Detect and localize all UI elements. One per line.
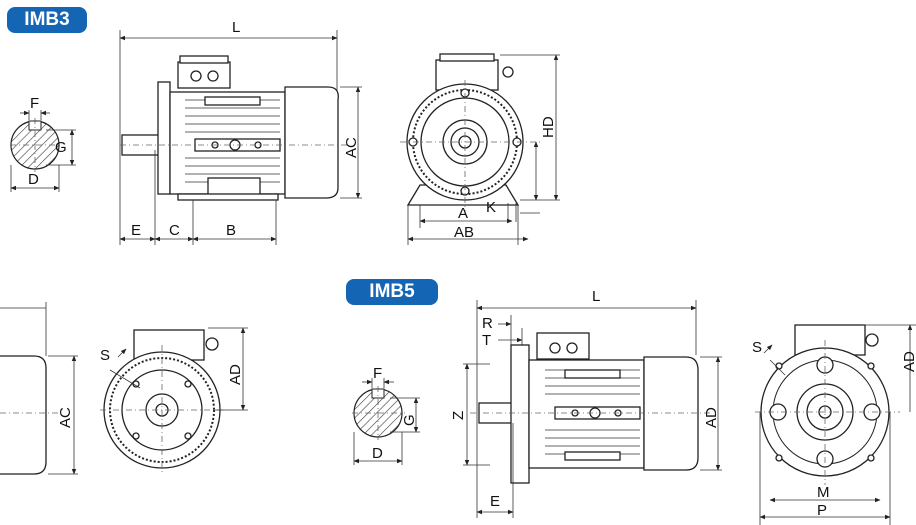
imb3-front-view: HD K A AB bbox=[400, 53, 560, 245]
imb3-shaft-f-label: F bbox=[30, 95, 39, 112]
imb5-l-label: L bbox=[592, 288, 600, 305]
imb3-shaft-d-label: D bbox=[28, 171, 39, 188]
imb3-badge: IMB3 bbox=[7, 7, 87, 33]
imb5-front-p-label: P bbox=[817, 502, 827, 519]
imb5-e-label: E bbox=[490, 493, 500, 510]
imb5-z-label: Z bbox=[450, 411, 467, 420]
imb5-t-label: T bbox=[482, 332, 491, 349]
imb3-l-label: L bbox=[232, 19, 240, 36]
imb3-e-label: E bbox=[131, 222, 141, 239]
imb3-b-label: B bbox=[226, 222, 236, 239]
imb5-front-view: S AD M P bbox=[752, 324, 916, 525]
imb5-side-view: L R T Z AD E bbox=[450, 288, 722, 518]
imb3-shaft-section: F G D bbox=[10, 95, 76, 192]
imb3-ac-label: AC bbox=[343, 137, 360, 158]
imb14-front-view: S AD bbox=[100, 327, 248, 475]
imb5-ad-label: AD bbox=[703, 407, 720, 428]
imb5-shaft-g-label: G bbox=[401, 414, 418, 426]
imb3-k-label: K bbox=[486, 199, 496, 216]
imb5-front-m-label: M bbox=[817, 484, 830, 501]
imb5-shaft-f-label: F bbox=[373, 365, 382, 382]
imb14-s-label: S bbox=[100, 347, 110, 364]
imb5-shaft-section: F G D bbox=[352, 365, 420, 465]
imb5-shaft-d-label: D bbox=[372, 445, 383, 462]
imb5-front-ad-label: AD bbox=[901, 351, 916, 372]
imb3-shaft-g-label: G bbox=[55, 139, 67, 156]
imb3-ab-label: AB bbox=[454, 224, 474, 241]
imb5-r-label: R bbox=[482, 315, 493, 332]
imb14-ac-label: AC bbox=[57, 407, 74, 428]
imb14-ad-label: AD bbox=[227, 364, 244, 385]
imb5-badge: IMB5 bbox=[346, 279, 438, 305]
imb3-c-label: C bbox=[169, 222, 180, 239]
imb3-a-label: A bbox=[458, 205, 468, 222]
imb3-hd-label: HD bbox=[540, 116, 557, 138]
imb5-front-s-label: S bbox=[752, 339, 762, 356]
imb3-side-view: L AC bbox=[119, 19, 362, 245]
imb14-side-partial: AC bbox=[0, 302, 78, 475]
